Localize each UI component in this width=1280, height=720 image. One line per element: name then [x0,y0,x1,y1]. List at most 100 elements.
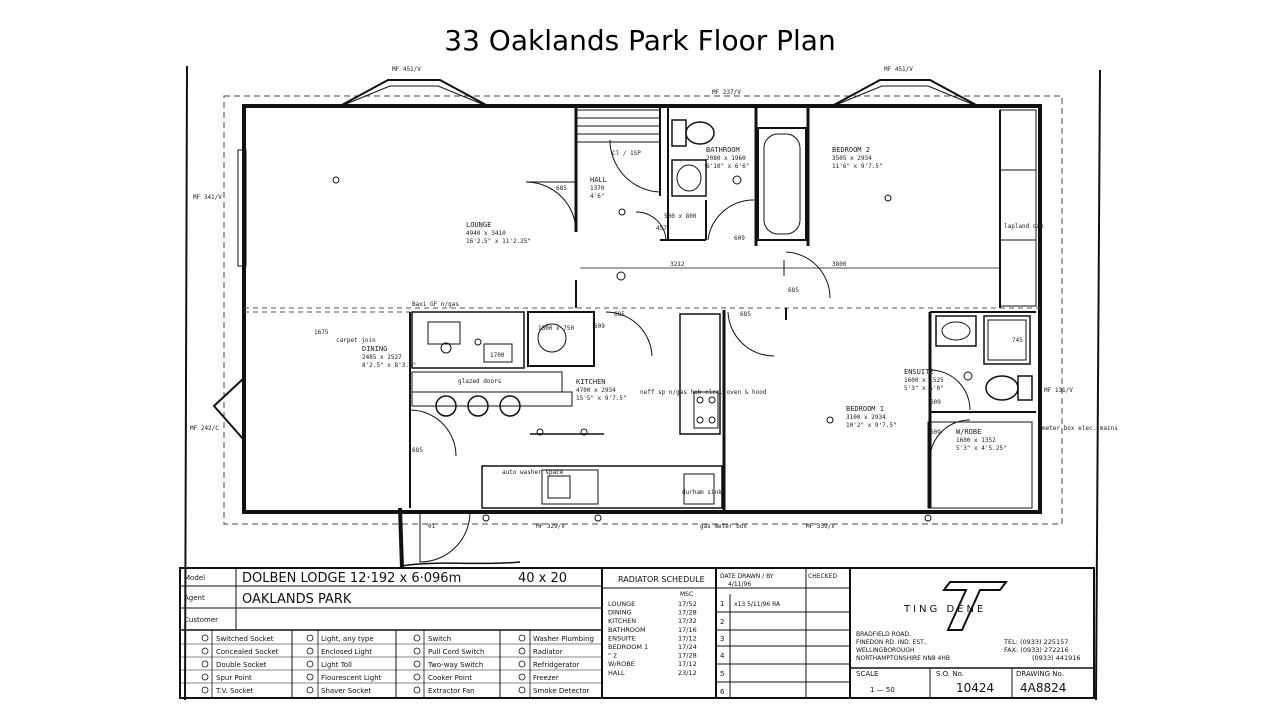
telephone: TEL: (0933) 225157 [1003,638,1068,646]
legend-symbol-icon [306,647,314,655]
annotation-durham: durham sink [682,489,722,496]
revision-number: 1 [720,600,724,608]
annotation-d609-cyl: 609 [594,323,605,330]
room-imperial-kitchen: 15'5" x 9'7.5" [576,395,627,402]
annotation-washer: auto washer space [502,469,564,476]
sink [683,473,715,505]
radiator-room: HALL [608,669,625,677]
basin-bathroom [671,159,707,197]
room-dims-bathroom: 2080 x 1960 [706,155,746,162]
legend-symbol-icon [413,634,421,642]
label-customer: Customer [184,616,218,624]
room-dims-bedroom2: 3505 x 2934 [832,155,872,162]
room-imperial-lounge: 16'2.5" x 11'2.25" [466,238,531,245]
legend-label: Double Socket [216,661,267,669]
revision-number: 6 [720,688,725,696]
radiator-value: 17/32 [678,617,697,625]
revision-number: 5 [720,670,724,678]
radiator-value: 23/12 [678,669,697,677]
fax: FAX: (0933) 272216 [1004,646,1069,654]
date-value: 4/11/96 [728,581,751,588]
room-dims-kitchen: 4700 x 2934 [576,387,616,394]
annotation-cylinder: 1000 x 750 [538,325,575,332]
wc-ensuite [985,375,1019,401]
legend-label: T.V. Socket [215,687,254,695]
legend-label: Freezer [533,674,559,682]
scale-value: 1 — 50 [870,686,895,694]
door-kitchen [605,311,653,357]
room-dims-dining: 2485 x 2527 [362,354,402,361]
legend-symbol-icon [201,660,209,668]
annotation-mf-bottom-right: MF 339/V [806,523,835,530]
room-label-ensuite: ENSUITE [904,368,934,376]
legend-symbol-icon [306,686,314,694]
telephone-2: (0933) 441916 [1032,654,1081,662]
legend-label: Extractor Fan [428,687,475,695]
annotation-d609-ens: 609 [930,399,941,406]
room-imperial-bedroom1: 10'2" x 9'7.5" [846,422,897,429]
address-line-2: FINEDON RD. IND. EST., [856,639,927,646]
address-line-3: WELLINGBOROUGH [856,647,915,654]
radiator-value: 17/24 [678,643,697,651]
room-label-bedroom2: BEDROOM 2 [832,146,870,154]
room-imperial-dining: 8'2.5" x 8'3.5" [362,362,416,369]
room-label-wrobe: W/ROBE [956,428,981,436]
annotation-d3212: 3212 [670,261,685,268]
radiator-room: LOUNGE [608,600,635,608]
wardrobe [927,421,1033,509]
legend-symbol-icon [413,686,421,694]
annotation-d3800: 3800 [832,261,847,268]
annotation-cl: Cl / 1SP [612,150,641,157]
legend-label: Washer Plumbing [533,635,594,643]
company-name: TING DENE [903,604,986,615]
room-dims-hall: 1370 [590,185,605,192]
room-imperial-bedroom2: 11'6" x 9'7.5" [832,163,883,170]
legend-label: Radiator [533,648,563,656]
legend-symbol-icon [518,673,526,681]
legend-label: Cooker Point [428,674,472,682]
external-wall [242,104,1042,514]
radiator-room: BATHROOM [608,626,646,634]
room-label-bedroom1: BEDROOM 1 [846,405,884,413]
radiator-room: DINING [608,609,632,617]
radiator-room: W/ROBE [608,660,635,668]
legend-label: Light, any type [321,635,374,643]
model-size: 40 x 20 [518,571,567,586]
door-cupboard [609,139,661,193]
door-wrobe [929,419,971,459]
annotation-lapland: lapland oak [1004,223,1044,230]
legend-symbol-icon [413,647,421,655]
annotation-d609-bath: 609 [734,235,745,242]
radiator-room: BEDROOM 1 [608,643,648,651]
frame-right-edge [1095,69,1101,701]
legend-symbol-icon [201,647,209,655]
annotation-d1700: 1700 [490,352,505,359]
scale-label: SCALE [856,670,878,678]
wc-bathroom [671,119,687,147]
legend-label: Shaver Socket [321,687,371,695]
legend-symbol-icon [518,660,526,668]
annotation-shower-tray: 500 x 800 [664,213,697,220]
legend-label: Light Toll [321,661,352,669]
annotation-mf-right: MF 131/V [1044,387,1073,394]
annotation-d685-kitchen: 685 [614,311,625,318]
door-dining [409,409,457,457]
frame-left-edge [184,65,188,701]
radiator-value: 17/52 [678,600,697,608]
legend-symbol-icon [413,673,421,681]
radiator-value: 17/12 [678,634,697,642]
annotation-mf-bottom-mid: MF 329/V [536,523,565,530]
agent-value: OAKLANDS PARK [242,592,352,607]
annotation-d685-bed2: 685 [788,287,799,294]
ting-dene-logo [942,581,1008,631]
annotation-mf-left-bottom: MF 242/C [190,425,219,432]
annotation-d457: 457 [656,225,667,232]
cylinder-cupboard [527,311,595,367]
radiator-room: " 2 [608,652,617,660]
legend-label: Flourescent Light [321,674,382,682]
annotation-neff: neff sp n/gas hob elec. oven & hood [640,389,767,396]
worktop-right [679,313,721,435]
bay-window-bedroom2 [831,79,979,107]
